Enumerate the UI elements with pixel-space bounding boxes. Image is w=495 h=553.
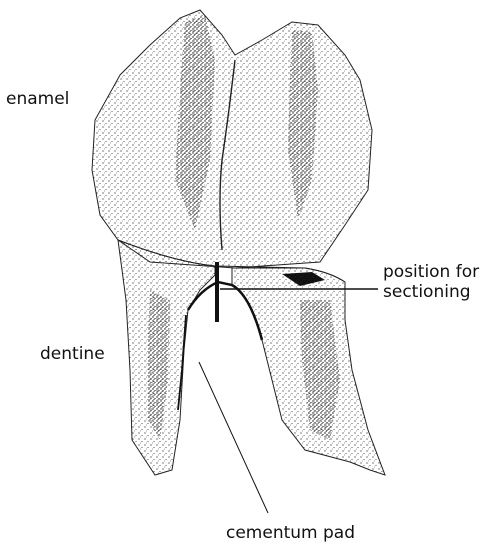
sectioning-label: position for sectioning	[383, 263, 479, 302]
crown-enamel	[92, 10, 372, 268]
cementum-pad-label: cementum pad	[226, 524, 355, 544]
sectioning-label-line1: position for	[383, 263, 479, 283]
cementum-leader-line	[199, 362, 268, 513]
enamel-label: enamel	[6, 90, 69, 110]
dentine-label: dentine	[40, 345, 105, 365]
sectioning-label-line2: sectioning	[383, 283, 479, 303]
